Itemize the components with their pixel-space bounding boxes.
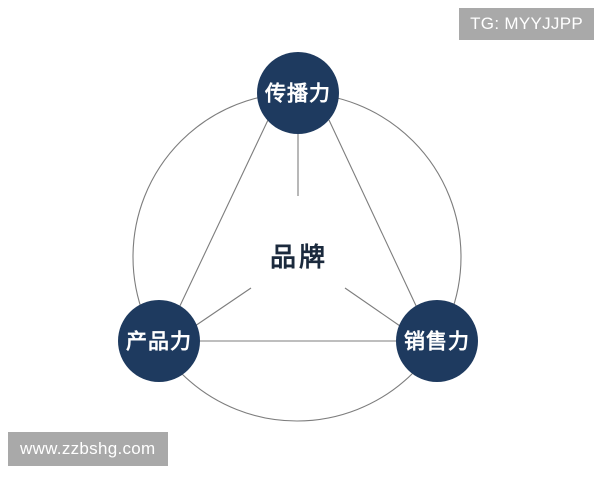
node-product[interactable]: 产品力 (118, 300, 200, 382)
watermark-top-right: TG: MYYJJPP (459, 8, 594, 40)
connector-communication-product (177, 119, 269, 311)
node-product-circle[interactable] (118, 300, 200, 382)
node-sales-circle[interactable] (396, 300, 478, 382)
watermark-bottom-left: www.zzbshg.com (8, 432, 168, 466)
node-communication-label: 传播力 (264, 83, 331, 106)
node-sales[interactable]: 销售力 (396, 300, 478, 382)
connector-communication-sales (328, 119, 419, 311)
center-label: 品牌 (270, 242, 328, 272)
node-communication[interactable]: 传播力 (257, 52, 339, 134)
spoke-product-center (194, 287, 252, 327)
node-product-label: 产品力 (126, 330, 192, 354)
spoke-sales-center (344, 287, 401, 327)
node-sales-label: 销售力 (404, 330, 470, 354)
node-communication-circle[interactable] (257, 52, 339, 134)
